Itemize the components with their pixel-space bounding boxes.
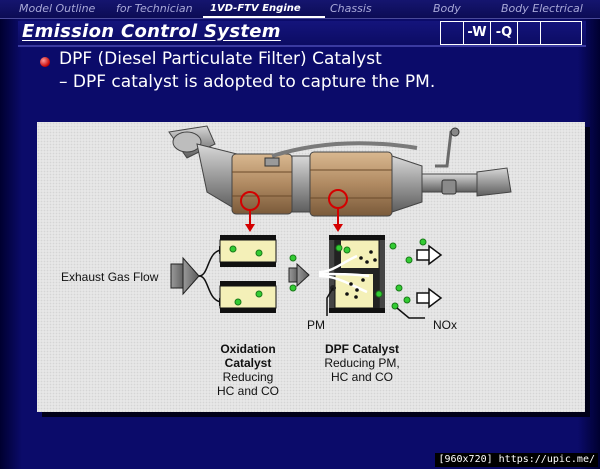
sub-bullet-text: – DPF catalyst is adopted to capture the…: [59, 72, 436, 92]
output-arrow-upper-icon: [416, 244, 443, 266]
model-code-box-5: [540, 21, 582, 45]
oxidation-catalyst-caption: Oxidation Catalyst Reducing HC and CO: [207, 342, 289, 398]
tab-chassis[interactable]: Chassis: [330, 2, 372, 15]
dpf-desc-1: Reducing PM,: [324, 356, 400, 370]
exhaust-gas-flow-label: Exhaust Gas Flow: [61, 270, 159, 284]
model-code-box-1: [440, 21, 464, 45]
exhaust-gas-arrow-icon: [170, 256, 200, 296]
tab-model-outline[interactable]: Model Outline: [19, 2, 96, 15]
oxidation-title-1: Oxidation: [220, 342, 276, 356]
dpf-desc-2: HC and CO: [330, 370, 394, 384]
dpf-catalyst-block: [318, 235, 385, 313]
dpf-catalyst-caption: DPF Catalyst Reducing PM, HC and CO: [312, 342, 412, 384]
flow-arrow-icon: [288, 262, 310, 288]
top-nav: Model Outline for Technician 1VD-FTV Eng…: [0, 0, 600, 19]
page-title: Emission Control System: [22, 21, 281, 42]
output-arrow-lower-icon: [416, 287, 443, 309]
title-bar: Emission Control System -W -Q: [18, 21, 586, 47]
tab-body-electrical[interactable]: Body Electrical: [501, 2, 583, 15]
diagram-panel: Exhaust Gas Flow PM NOx Oxidation Cataly…: [37, 122, 585, 412]
tab-1vd-ftv-engine[interactable]: 1VD-FTV Engine: [210, 3, 301, 14]
active-tab-indicator: [203, 16, 325, 18]
bullet-text: DPF (Diesel Particulate Filter) Catalyst: [59, 49, 382, 69]
converter-assembly-image: [168, 125, 512, 217]
oxidation-marker-icon: [240, 191, 260, 232]
model-code-box-w: -W: [463, 21, 491, 45]
image-source-footer: [960x720] https://upic.me/: [435, 453, 598, 467]
tab-body[interactable]: Body: [433, 2, 461, 15]
oxidation-title-2: Catalyst: [224, 356, 272, 370]
bullet-icon: [40, 57, 50, 67]
dpf-title: DPF Catalyst: [324, 342, 400, 356]
oxidation-catalyst-block: [219, 235, 277, 313]
tab-for-technician[interactable]: for Technician: [116, 2, 193, 15]
nox-label: NOx: [433, 318, 457, 332]
dpf-diagram: [168, 125, 512, 319]
pm-label: PM: [307, 318, 325, 332]
oxidation-desc-1: Reducing: [222, 370, 274, 384]
model-code-box-4: [517, 21, 541, 45]
model-code-box-q: -Q: [490, 21, 518, 45]
dpf-marker-icon: [328, 189, 348, 232]
oxidation-desc-2: HC and CO: [216, 384, 280, 398]
